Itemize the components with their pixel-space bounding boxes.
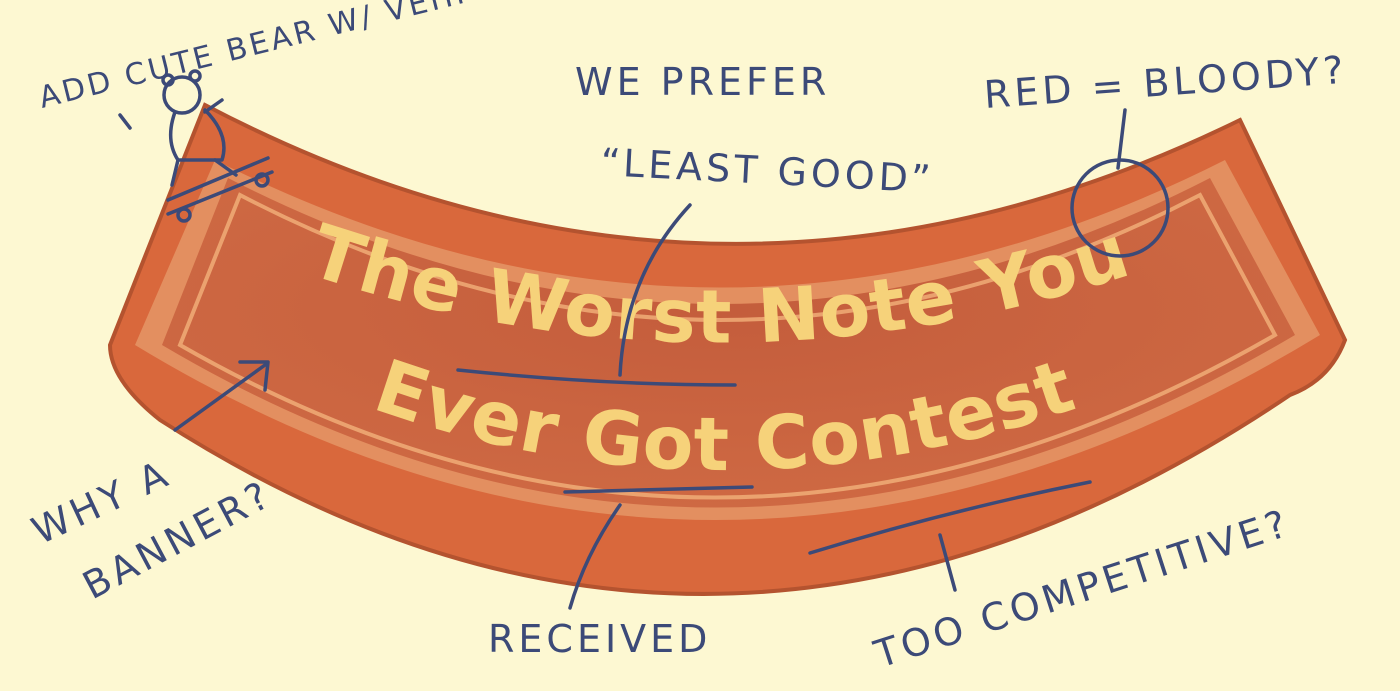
- received-pointer: [568, 503, 622, 610]
- bear-icon: [118, 69, 274, 223]
- note-received: RECEIVED: [488, 617, 711, 661]
- underline-contest: [808, 480, 1092, 555]
- strike-worst: [456, 368, 737, 387]
- note-we-prefer: WE PREFER: [575, 60, 830, 104]
- banner-inner: [162, 178, 1295, 508]
- note-add-bear: ADD CUTE BEAR W/ VEHICLE: [35, 0, 534, 116]
- arrow-icon: [173, 360, 270, 432]
- competitive-pointer: [938, 533, 957, 592]
- banner-inner-trim-line: [177, 192, 1278, 500]
- note-least-good: “LEAST GOOD”: [600, 140, 936, 201]
- strike-got: [563, 485, 754, 494]
- least-good-pointer: [618, 203, 692, 377]
- red-pointer: [1116, 108, 1127, 170]
- note-red-bloody: RED = BLOODY?: [983, 48, 1349, 117]
